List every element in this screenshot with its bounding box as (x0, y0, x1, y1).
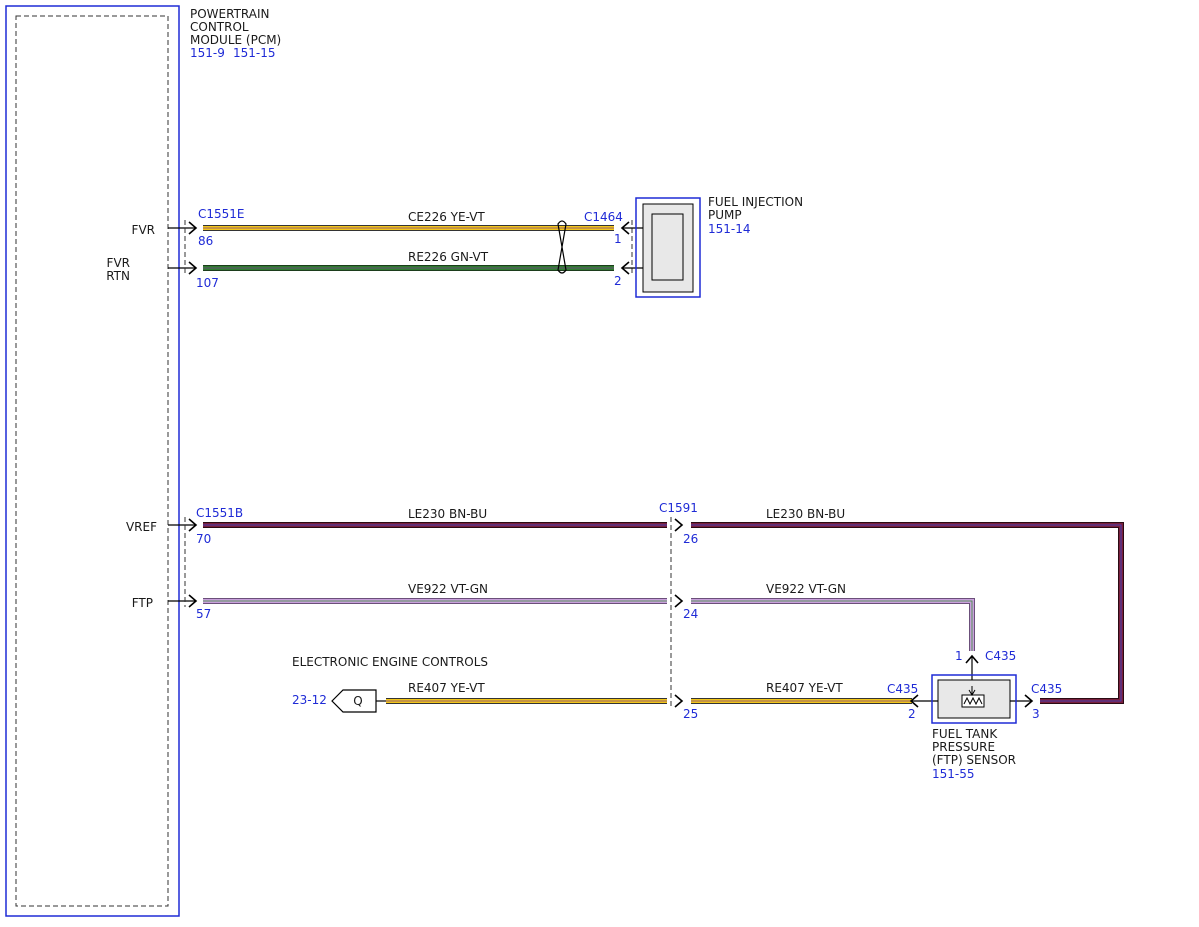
pcm-inner-box (15, 15, 169, 907)
pin-pump-2: 2 (614, 274, 622, 288)
connector-c1551e[interactable]: C1551E (198, 207, 245, 221)
wire-label-re407-right: RE407 YE-VT (766, 681, 843, 695)
connector-arrows (188, 221, 1034, 708)
pin-70: 70 (196, 532, 211, 546)
pump-title-line-1: FUEL INJECTION (708, 195, 803, 209)
pin-label-fvr-rtn-2: RTN (106, 269, 130, 283)
pcm-title-line-3: MODULE (PCM) (190, 33, 281, 47)
pcm-outer-box (5, 5, 180, 917)
arrow-26 (674, 518, 684, 532)
wire-label-le230-right: LE230 BN-BU (766, 507, 845, 521)
fuel-injection-pump[interactable] (635, 197, 701, 298)
connector-c435-left[interactable]: C435 (887, 682, 918, 696)
arrow-70 (188, 518, 198, 532)
arrow-57 (188, 594, 198, 608)
arrow-107 (188, 261, 198, 275)
pin-label-vref: VREF (126, 520, 157, 534)
connector-c435-top[interactable]: C435 (985, 649, 1016, 663)
wire-label-re226: RE226 GN-VT (408, 250, 489, 264)
wire-ve922-right[interactable] (691, 598, 975, 651)
pcm-title-line-1: POWERTRAIN (190, 7, 270, 21)
connector-c1591[interactable]: C1591 (659, 501, 698, 515)
ftp-sensor[interactable] (931, 674, 1017, 724)
pin-pump-1: 1 (614, 232, 622, 246)
pin-label-fvr: FVR (132, 223, 155, 237)
ftp-title-line-3: (FTP) SENSOR (932, 753, 1016, 767)
pcm-ref-2[interactable]: 151-15 (233, 46, 276, 60)
wire-label-ve922-right: VE922 VT-GN (766, 582, 846, 596)
wire-label-ve922-left: VE922 VT-GN (408, 582, 488, 596)
pin-57: 57 (196, 607, 211, 621)
twisted-pair-symbol (557, 220, 567, 274)
wire-le230-right[interactable] (691, 522, 1124, 704)
pcm-pin-stubs (168, 227, 196, 602)
ftp-title-line-2: PRESSURE (932, 740, 995, 754)
pin-label-ftp: FTP (132, 596, 153, 610)
eec-flag-letter: Q (353, 694, 362, 708)
arrow-24 (674, 594, 684, 608)
pin-107: 107 (196, 276, 219, 290)
pump-title-line-2: PUMP (708, 208, 742, 222)
pump-ref[interactable]: 151-14 (708, 222, 751, 236)
eec-ref[interactable]: 23-12 (292, 693, 327, 707)
sensor-zigzag-icon (963, 696, 983, 706)
pcm-title-line-2: CONTROL (190, 20, 249, 34)
connector-c435-right[interactable]: C435 (1031, 682, 1062, 696)
pin-86: 86 (198, 234, 213, 248)
pin-26: 26 (683, 532, 698, 546)
pin-ftp-1: 1 (955, 649, 963, 663)
arrow-86 (188, 221, 198, 235)
wire-label-le230-left: LE230 BN-BU (408, 507, 487, 521)
connector-c1551b[interactable]: C1551B (196, 506, 243, 520)
pin-ftp-2: 2 (908, 707, 916, 721)
ftp-title-line-1: FUEL TANK (932, 727, 998, 741)
pin-label-fvr-rtn-1: FVR (107, 256, 130, 270)
eec-flag-icon[interactable]: Q (331, 689, 386, 713)
wire-label-ce226: CE226 YE-VT (408, 210, 485, 224)
pcm-module (5, 5, 180, 917)
pin-ftp-3: 3 (1032, 707, 1040, 721)
pin-24: 24 (683, 607, 698, 621)
eec-label: ELECTRONIC ENGINE CONTROLS (292, 655, 488, 669)
ftp-ref[interactable]: 151-55 (932, 767, 975, 781)
connector-outlines (184, 220, 672, 707)
pcm-ref-1[interactable]: 151-9 (190, 46, 225, 60)
connector-c1464[interactable]: C1464 (584, 210, 623, 224)
arrow-25 (674, 694, 684, 708)
pin-25: 25 (683, 707, 698, 721)
wire-label-re407-left: RE407 YE-VT (408, 681, 485, 695)
